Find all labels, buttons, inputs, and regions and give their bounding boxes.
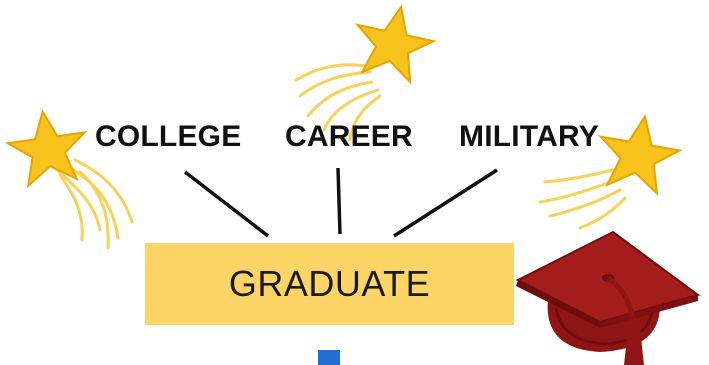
star-icon [3, 105, 134, 250]
connector-career [336, 167, 342, 235]
star-icon [294, 0, 440, 142]
graduation-cap-icon [515, 230, 701, 365]
blue-accent [318, 350, 340, 365]
connector-military [393, 168, 498, 238]
graduate-label: GRADUATE [228, 263, 431, 304]
star-icon [538, 108, 686, 230]
graduate-box: GRADUATE [145, 243, 514, 325]
branch-label-career: CAREER [285, 120, 413, 153]
connector-college [183, 170, 270, 238]
branch-label-college: COLLEGE [95, 120, 242, 153]
branch-label-military: MILITARY [459, 120, 599, 153]
